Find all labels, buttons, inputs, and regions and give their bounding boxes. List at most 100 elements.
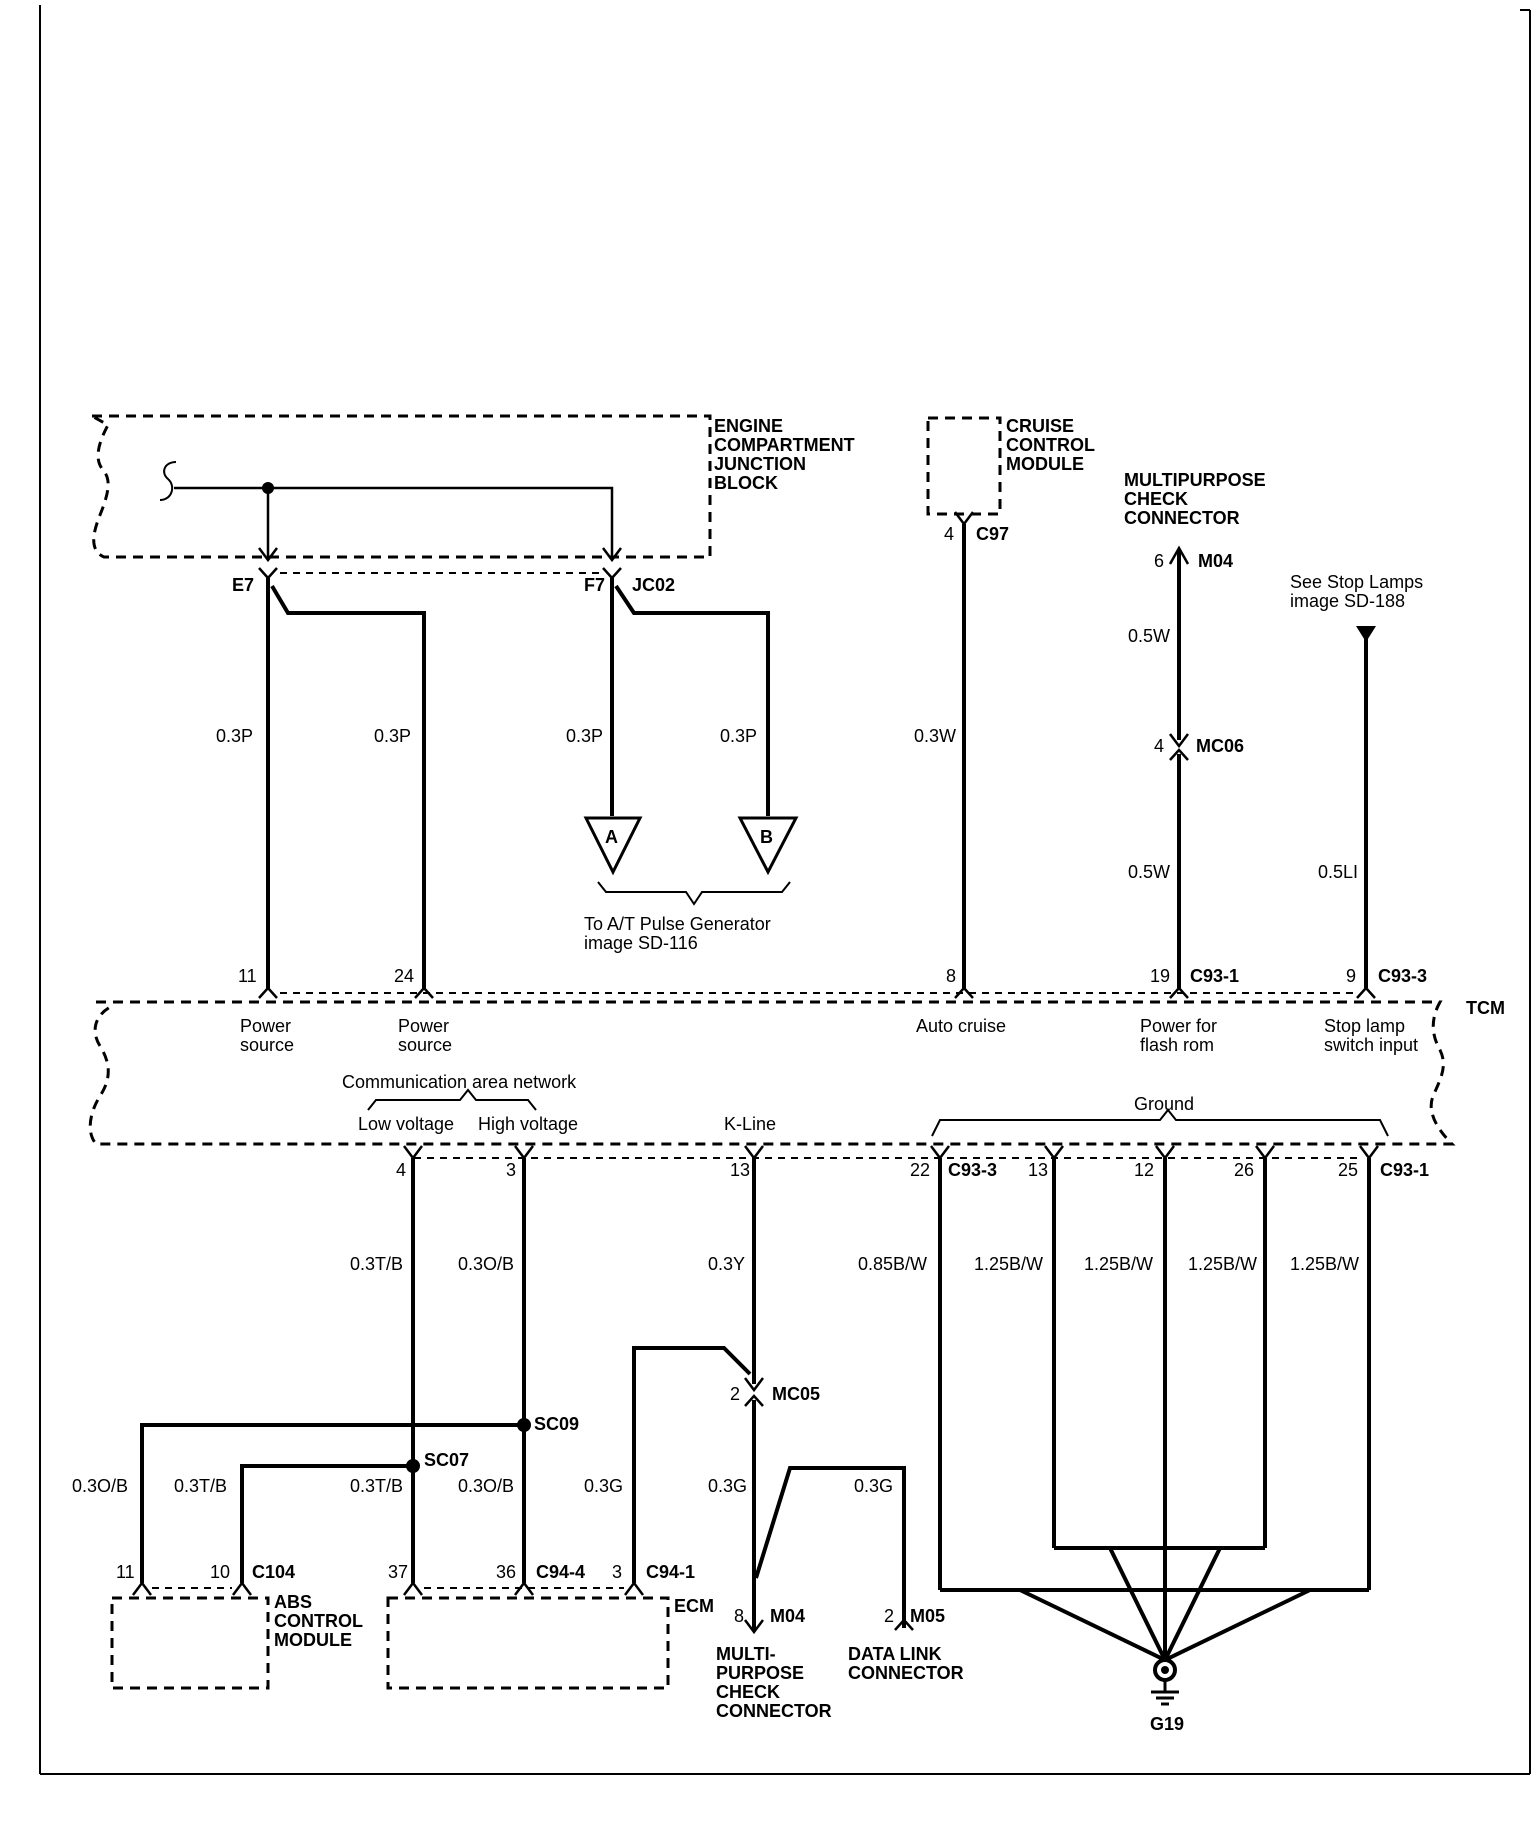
plug-a-label: A: [605, 827, 618, 847]
plug-b: [737, 816, 799, 876]
e7-wires: 0.3P 0.3P: [216, 578, 426, 988]
connector-c97: C97: [976, 524, 1009, 544]
wire-label-m04-bot: 0.3G: [708, 1476, 747, 1496]
tcm-label: TCM: [1466, 998, 1505, 1018]
connector-c93-3-top: C93-3: [1378, 966, 1427, 986]
tcm-pin-4: 4: [396, 1160, 406, 1180]
wire-label-gnd-13: 1.25B/W: [974, 1254, 1043, 1274]
ground-dot: [1161, 1666, 1169, 1674]
connector-m04-bot: M04: [770, 1606, 805, 1626]
tcm-pin-12: 12: [1134, 1160, 1154, 1180]
wire-label-gnd-22: 0.85B/W: [858, 1254, 927, 1274]
ecm-pin-37: 37: [388, 1562, 408, 1582]
ground-g19-label: G19: [1150, 1714, 1184, 1734]
pin-m04-bot: 8: [734, 1606, 744, 1626]
ecm-label: ECM: [674, 1596, 714, 1616]
tcm-pin-8: 8: [946, 966, 956, 986]
connector-f7: F7: [584, 575, 605, 595]
tcm-pin-9: 9: [1346, 966, 1356, 986]
tcm-pin-24: 24: [394, 966, 414, 986]
wire-label-abs-11: 0.3O/B: [72, 1476, 128, 1496]
stop-lamp-arrow: [1356, 626, 1376, 642]
wire-label-cruise: 0.3W: [914, 726, 956, 746]
tcm-pin-22: 22: [910, 1160, 930, 1180]
connector-c93-3-bot: C93-3: [948, 1160, 997, 1180]
wire-label-m05: 0.3G: [854, 1476, 893, 1496]
tcm-pin-25: 25: [1338, 1160, 1358, 1180]
ecm-pin-36: 36: [496, 1562, 516, 1582]
wire-label-ecm-37: 0.3T/B: [350, 1476, 403, 1496]
wire-label-gnd-26: 1.25B/W: [1188, 1254, 1257, 1274]
plug-b-label: B: [760, 827, 773, 847]
tcm-pin-13-gnd: 13: [1028, 1160, 1048, 1180]
tcm-top-connectors: 11 24 8 19 9 C93-1 C93-3: [238, 966, 1427, 999]
abs-pin-11: 11: [116, 1562, 135, 1582]
wire-label-can-low: 0.3T/B: [350, 1254, 403, 1274]
tcm-pin-26: 26: [1234, 1160, 1254, 1180]
func-auto-cruise: Auto cruise: [916, 1016, 1006, 1036]
tcm-bottom-connectors: 4 3 13 22 C93-3 13 12 26 25 C93-1: [396, 1145, 1429, 1180]
func-high-voltage: High voltage: [478, 1114, 578, 1134]
connector-e7: E7: [232, 575, 254, 595]
pin-m04-top: 6: [1154, 551, 1164, 571]
wire-label-ecm-3: 0.3G: [584, 1476, 623, 1496]
pin-mc06: 4: [1154, 736, 1164, 756]
wire-label-f7-a: 0.3P: [566, 726, 603, 746]
connector-e7-f7: E7 F7 JC02: [232, 567, 675, 595]
tcm-pin-19: 19: [1150, 966, 1170, 986]
kline-wires: 0.3Y 2 MC05 0.3G 0.3G 0.3G 8 M04 2 M05 M…: [584, 1158, 964, 1721]
connector-mc05: MC05: [772, 1384, 820, 1404]
wire-label-e7-b: 0.3P: [374, 726, 411, 746]
abs-pin-10: 10: [210, 1562, 230, 1582]
wire-label-abs-10: 0.3T/B: [174, 1476, 227, 1496]
wire-label-f7-b: 0.3P: [720, 726, 757, 746]
func-can: Communication area network: [342, 1072, 577, 1092]
connector-c93-1-bot: C93-1: [1380, 1160, 1429, 1180]
wire-label-stop: 0.5LI: [1318, 862, 1358, 882]
connector-m05: M05: [910, 1606, 945, 1626]
func-kline: K-Line: [724, 1114, 776, 1134]
wire-label-mpc-1: 0.5W: [1128, 626, 1170, 646]
connector-m04-top: M04: [1198, 551, 1233, 571]
can-wires: 0.3T/B 0.3O/B SC09 SC07 0.3O/B 0.3T/B 0.…: [72, 1158, 579, 1583]
page-frame: [39, 5, 1531, 1775]
connector-c94-1: C94-1: [646, 1562, 695, 1582]
wire-label-gnd-25: 1.25B/W: [1290, 1254, 1359, 1274]
ecm-pin-3: 3: [612, 1562, 622, 1582]
tcm-pin-13-kline: 13: [730, 1160, 750, 1180]
connector-mc06: MC06: [1196, 736, 1244, 756]
connector-c104: C104: [252, 1562, 295, 1582]
tcm-pin-3: 3: [506, 1160, 516, 1180]
connector-c94-4: C94-4: [536, 1562, 585, 1582]
ground-wires: 0.85B/W 1.25B/W 1.25B/W 1.25B/W 1.25B/W …: [858, 1158, 1371, 1734]
tcm-pin-11: 11: [238, 966, 257, 986]
connector-sc07: SC07: [424, 1450, 469, 1470]
ecm: 37 36 3 C94-4 C94-1 ECM: [386, 1562, 714, 1690]
func-ground: Ground: [1134, 1094, 1194, 1114]
wire-label-ecm-36: 0.3O/B: [458, 1476, 514, 1496]
connector-jc02: JC02: [632, 575, 675, 595]
plug-a: [583, 816, 643, 876]
wire-label-kline: 0.3Y: [708, 1254, 745, 1274]
wire-label-e7-a: 0.3P: [216, 726, 253, 746]
connector-c93-1-top: C93-1: [1190, 966, 1239, 986]
wire-label-gnd-12: 1.25B/W: [1084, 1254, 1153, 1274]
